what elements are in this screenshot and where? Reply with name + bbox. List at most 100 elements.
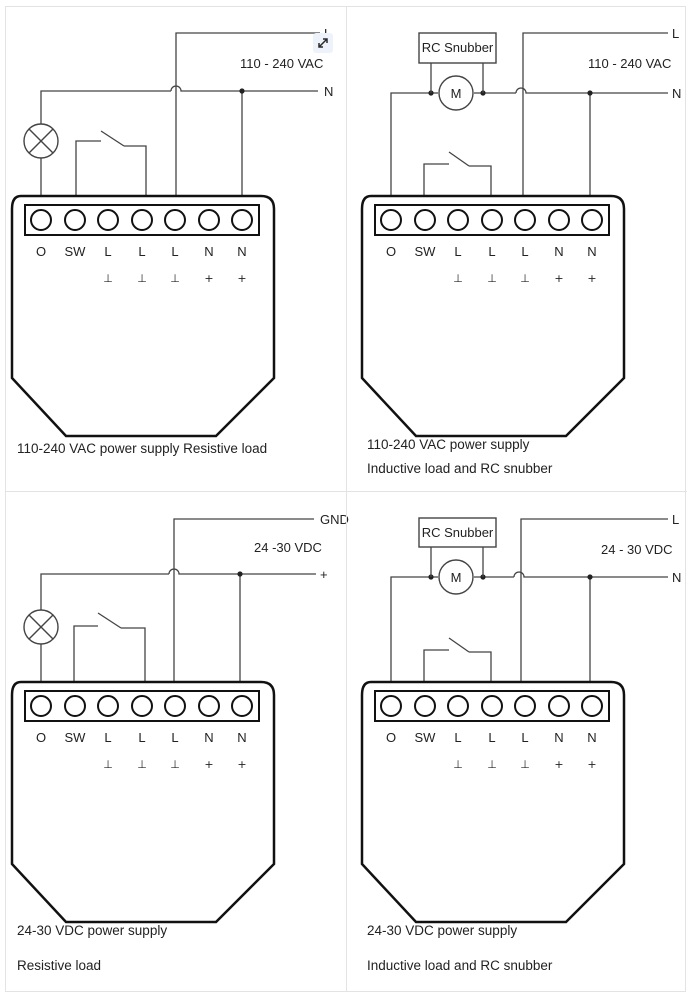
terminal (548, 209, 570, 231)
terminal (30, 695, 52, 717)
diagram-dc-resistive: O SW L L L N N ⊥ ⊥ ⊥ + + 24 -30 VDC GND … (10, 512, 349, 924)
snubber-box (418, 517, 497, 548)
terminal (481, 209, 503, 231)
expand-icon[interactable] (313, 33, 333, 53)
terminal-symbol: ⊥ (487, 272, 497, 285)
caption-line: Inductive load and RC snubber (367, 461, 553, 476)
terminals (30, 695, 253, 717)
terminal (164, 695, 186, 717)
terminal-symbol: + (554, 758, 563, 771)
device-body (10, 194, 276, 438)
terminal (97, 695, 119, 717)
terminal-symbol: ⊥ (487, 758, 497, 771)
terminal (481, 695, 503, 717)
snubber-label: RC Snubber (422, 40, 494, 55)
svg-text:M: M (451, 86, 462, 101)
terminal-label: L (454, 730, 461, 745)
terminal-label: SW (415, 730, 437, 745)
junction-dot (239, 88, 245, 94)
switch-blade (97, 612, 122, 629)
terminal-symbol: ⊥ (103, 272, 113, 285)
terminal-label: O (36, 244, 46, 259)
terminal-label: SW (415, 244, 437, 259)
lamp-icon (23, 609, 59, 645)
switch-blade (448, 637, 470, 653)
terminal (414, 209, 436, 231)
terminal-label: O (386, 730, 396, 745)
terminal-label: L (171, 730, 178, 745)
terminal-label: L (488, 244, 495, 259)
terminal (514, 695, 536, 717)
wire-line (520, 518, 668, 692)
wire-label-bottom: N (672, 570, 681, 585)
wire-label-bottom: N (672, 86, 681, 101)
terminal (131, 695, 153, 717)
wire-neutral (515, 87, 668, 94)
wire-neutral (513, 571, 668, 578)
terminal-symbol: + (237, 758, 246, 771)
junction-dot (587, 90, 593, 96)
snubber-label: RC Snubber (422, 525, 494, 540)
diagram-ac-resistive: O SW L L L N N ⊥ ⊥ ⊥ + + 110 - 240 VAC L… (10, 26, 333, 438)
wire-load (390, 576, 438, 697)
terminal-label: O (386, 244, 396, 259)
switch-blade (448, 151, 470, 167)
motor-icon: M (438, 75, 474, 111)
terminal-symbol: + (237, 272, 246, 285)
supply-label: 24 - 30 VDC (601, 542, 673, 557)
switch-blade (100, 130, 125, 147)
terminals (30, 209, 253, 231)
terminal-symbol: ⊥ (453, 758, 463, 771)
terminal-symbol: ⊥ (170, 272, 180, 285)
terminal (581, 209, 603, 231)
terminal (30, 209, 52, 231)
terminal-label: N (587, 244, 596, 259)
terminal-label: N (554, 244, 563, 259)
terminal-label: SW (65, 730, 87, 745)
svg-text:M: M (451, 570, 462, 585)
terminal-label: L (138, 730, 145, 745)
wire-label-top: GND (320, 512, 349, 527)
caption-line: Inductive load and RC snubber (367, 958, 553, 973)
diagram-ac-inductive: RC Snubber M O SW L L L (360, 26, 681, 438)
terminal (581, 695, 603, 717)
wire-load (390, 92, 438, 211)
wire-positive (168, 568, 316, 575)
terminal-label: L (521, 730, 528, 745)
wire-gnd (173, 518, 314, 692)
terminal (164, 209, 186, 231)
terminal (231, 695, 253, 717)
switch-wire (124, 145, 147, 211)
terminal-label: L (454, 244, 461, 259)
wire-load (40, 90, 171, 211)
supply-label: 110 - 240 VAC (240, 56, 323, 71)
wire-line (175, 32, 320, 206)
terminal-label: L (521, 244, 528, 259)
terminal (380, 209, 402, 231)
terminal-symbol: ⊥ (103, 758, 113, 771)
terminal-symbol: + (554, 272, 563, 285)
terminal (64, 695, 86, 717)
terminal (198, 209, 220, 231)
device-body (360, 194, 626, 438)
terminal (231, 209, 253, 231)
terminal-symbol: ⊥ (137, 758, 147, 771)
switch-wire (73, 625, 98, 697)
panel-ac-resistive: O SW L L L N N ⊥ ⊥ ⊥ + + 110 - 240 VAC L… (6, 6, 352, 491)
terminal (514, 209, 536, 231)
terminal-label: O (36, 730, 46, 745)
switch-wire (75, 140, 101, 211)
wire-load (40, 573, 169, 697)
panel-dc-inductive: RC Snubber M O SW L L L (356, 492, 693, 977)
caption-line: Resistive load (17, 958, 102, 973)
terminal-symbol: ⊥ (453, 272, 463, 285)
panel-dc-resistive: O SW L L L N N ⊥ ⊥ ⊥ + + 24 -30 VDC GND … (6, 492, 352, 977)
wire-label-bottom: + (320, 567, 328, 582)
motor-icon: M (438, 559, 474, 595)
terminal-label: L (171, 244, 178, 259)
terminal (131, 209, 153, 231)
supply-label: 110 - 240 VAC (588, 56, 671, 71)
terminal-label: N (204, 730, 213, 745)
terminal-label: SW (65, 244, 87, 259)
terminal-label: N (237, 244, 246, 259)
